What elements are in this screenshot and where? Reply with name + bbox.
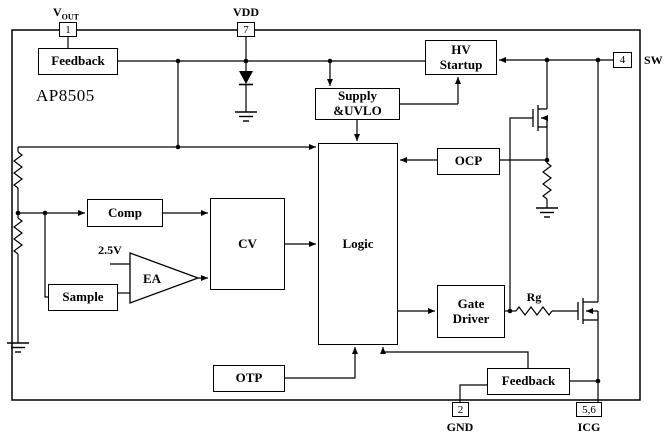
- pin-box-2: 2: [452, 402, 469, 417]
- block-ocp: OCP: [437, 148, 500, 175]
- resistor-sense: [542, 162, 552, 200]
- part-number: AP8505: [36, 86, 95, 105]
- vout-main: V: [52, 5, 62, 19]
- ground-divider-icon: [7, 342, 29, 353]
- pin-box-7: 7: [237, 22, 255, 37]
- mosfet-sense-icon: [532, 105, 548, 131]
- diode-symbol: [239, 71, 253, 86]
- block-gate-driver: Gate Driver: [437, 285, 505, 338]
- block-supply-uvlo: Supply &UVLO: [315, 88, 400, 120]
- resistor-rg: [515, 306, 553, 316]
- pin-label-sw: SW: [644, 53, 663, 67]
- vout-sub: OUT: [61, 12, 79, 22]
- block-sample: Sample: [48, 284, 118, 311]
- pin-label-vdd: VDD: [233, 5, 259, 19]
- pin-box-4: 4: [613, 52, 632, 68]
- block-feedback-bottom: Feedback: [487, 368, 570, 395]
- wires: [17, 37, 613, 402]
- pin-label-icg: ICG: [577, 420, 601, 434]
- mosfet-power-icon: [577, 298, 599, 324]
- resistors: [13, 151, 553, 316]
- block-hv-startup: HV Startup: [425, 40, 497, 75]
- resistor-divider-upper: [13, 151, 23, 189]
- mosfets: [532, 105, 599, 324]
- ea-label: EA: [142, 271, 162, 286]
- ground-symbols: [7, 111, 558, 353]
- pin-box-5-6: 5,6: [576, 402, 602, 417]
- chip-border: [11, 29, 641, 401]
- ea-opamp-triangle: [129, 252, 200, 304]
- resistor-divider-lower: [13, 217, 23, 255]
- block-otp: OTP: [213, 365, 285, 392]
- ground-vdd-icon: [235, 111, 257, 122]
- pin-label-vout: VOUT: [44, 5, 88, 21]
- pin-label-gnd: GND: [446, 420, 474, 434]
- block-feedback-top: Feedback: [38, 48, 118, 75]
- block-cv: CV: [210, 198, 285, 290]
- block-comp: Comp: [87, 199, 163, 227]
- rg-label: Rg: [526, 290, 542, 304]
- ground-sense-icon: [536, 207, 558, 218]
- block-logic: Logic: [318, 143, 398, 345]
- pin-box-1: 1: [59, 22, 77, 37]
- vref-label: 2.5V: [98, 243, 122, 257]
- junction-dots: [15, 57, 601, 384]
